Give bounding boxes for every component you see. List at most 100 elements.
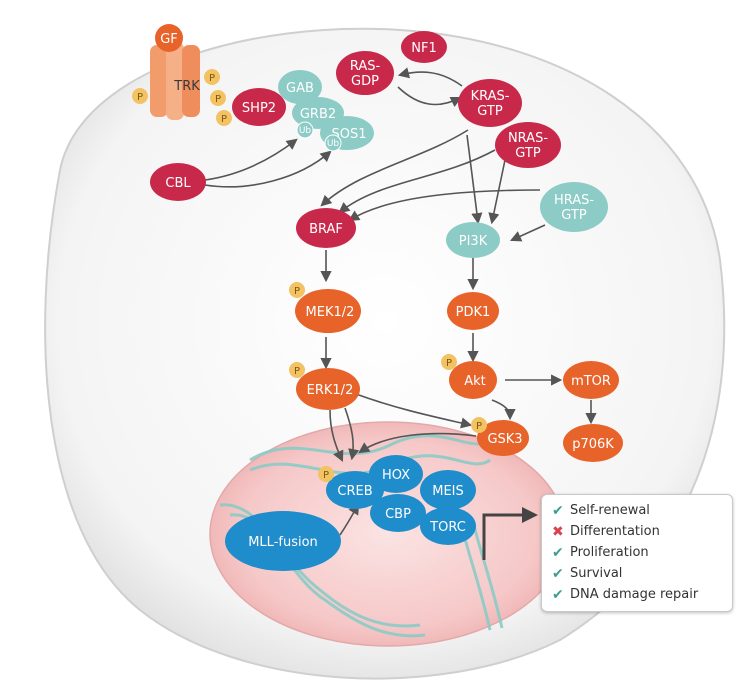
ubiquitin-2 [324, 134, 342, 152]
node-creb [326, 471, 384, 509]
ubiquitin-1 [296, 121, 314, 139]
node-akt [449, 361, 497, 399]
label-akt: Akt [464, 374, 486, 389]
phospho-label: P [294, 366, 300, 377]
outcome-label: Proliferation [570, 545, 649, 560]
label-creb: CREB [337, 484, 372, 499]
node-gab [278, 70, 322, 104]
trk-label: TRK [173, 79, 200, 94]
node-torc [420, 507, 476, 545]
phospho-akt [441, 354, 457, 370]
label-braf: BRAF [309, 222, 343, 237]
label-nf1: NF1 [411, 41, 436, 56]
label-ub-2: Ub [327, 139, 340, 149]
node-p706k [563, 424, 623, 462]
phospho-trk-2 [204, 69, 220, 85]
node-nf1 [401, 31, 447, 63]
phospho-erk [289, 362, 305, 378]
outcome-row: ✔ DNA damage repair [552, 584, 724, 605]
outcomes-box: ✔ Self-renewal ✖ Differentation ✔ Prolif… [541, 494, 733, 612]
arrow-nras-to-pi3k [488, 159, 506, 225]
output-arrowhead [522, 507, 538, 523]
kinase-nodes: MEK1/2 PDK1 ERK1/2 Akt mTOR GSK3 p706K [295, 289, 623, 462]
node-braf [296, 208, 356, 248]
label-mtor: mTOR [571, 374, 611, 389]
output-connector [482, 513, 525, 560]
arrow-hras-to-braf [348, 189, 541, 222]
phospho-label: P [215, 94, 221, 105]
trk-bar-2 [166, 42, 184, 120]
label-pi3k: PI3K [459, 234, 488, 249]
nuclear-factor-nodes: HOX CREB MEIS CBP TORC MLL-fusion [225, 455, 476, 571]
phospho-label: P [294, 286, 300, 297]
node-nras-gtp [495, 122, 561, 168]
label-erk: ERK1/2 [307, 383, 354, 398]
node-mek [295, 289, 361, 333]
node-mll-fusion [225, 511, 341, 571]
arrow-ras-gdp-to-kras [397, 86, 463, 108]
label-gab: GAB [286, 81, 314, 96]
trk-receptor: GF TRK [150, 24, 200, 120]
label-torc: TORC [429, 520, 466, 535]
label-hras-gtp-1: HRAS- [554, 193, 594, 208]
check-icon: ✔ [552, 565, 564, 582]
node-hras-gtp [540, 182, 608, 232]
adaptor-nodes: GAB GRB2 SOS1 Ub Ub HRAS- GTP PI3K [278, 70, 608, 258]
phospho-label: P [137, 92, 143, 103]
label-ras-gdp-1: RAS- [350, 59, 381, 74]
node-mtor [563, 361, 619, 399]
node-shp2 [232, 88, 286, 126]
trk-bar-1 [150, 45, 168, 117]
arrow-hras-to-pi3k [509, 224, 546, 242]
arrows [204, 67, 597, 536]
arrow-erk-to-creb-1 [329, 409, 344, 463]
node-hox [369, 455, 423, 493]
phospho-mek [289, 282, 305, 298]
node-kras-gtp [458, 79, 522, 127]
node-meis [420, 470, 476, 510]
label-mll-fusion: MLL-fusion [248, 535, 318, 550]
outcome-row: ✔ Proliferation [552, 542, 724, 563]
outcome-label: Survival [570, 566, 623, 581]
check-icon: ✔ [552, 586, 564, 603]
arrow-akt-to-gsk3 [491, 399, 516, 421]
label-nras-gtp-1: NRAS- [508, 131, 548, 146]
node-cbl [150, 163, 206, 201]
phospho-label: P [209, 73, 215, 84]
arrow-cbl-to-sos1 [204, 150, 332, 188]
arrow-kras-to-braf [320, 129, 469, 207]
node-cbp [370, 494, 426, 532]
arrow-cbl-to-grb2 [204, 138, 298, 181]
check-icon: ✔ [552, 502, 564, 519]
label-cbp: CBP [385, 507, 411, 522]
label-hras-gtp-2: GTP [561, 208, 587, 223]
label-sos1: SOS1 [331, 127, 366, 142]
phospho-label: P [323, 470, 329, 481]
outcome-label: DNA damage repair [570, 587, 699, 602]
ras-pathway-nodes: SHP2 RAS- GDP NF1 KRAS- GTP NRAS- GTP CB… [150, 31, 561, 248]
arrow-erk-to-gsk3 [355, 393, 473, 429]
arrow-kras-to-pi3k [466, 134, 483, 225]
outcome-row: ✔ Survival [552, 563, 724, 584]
label-shp2: SHP2 [242, 101, 276, 116]
node-gsk3 [477, 420, 529, 456]
phospho-trk-4 [216, 110, 232, 126]
node-erk [296, 368, 360, 410]
phospho-gsk3 [471, 417, 487, 433]
phospho-label: P [221, 114, 227, 125]
label-hox: HOX [382, 468, 410, 483]
label-meis: MEIS [432, 484, 464, 499]
label-nras-gtp-2: GTP [515, 146, 541, 161]
arrow-kras-to-ras-gdp [397, 67, 463, 87]
label-p706k: p706K [572, 437, 614, 452]
node-pdk1 [447, 292, 499, 330]
outcome-label: Self-renewal [570, 503, 650, 518]
label-pdk1: PDK1 [456, 305, 491, 320]
check-icon: ✔ [552, 544, 564, 561]
node-pi3k [446, 222, 500, 258]
phospho-label: P [476, 421, 482, 432]
label-kras-gtp-2: GTP [477, 104, 503, 119]
label-gsk3: GSK3 [487, 432, 522, 447]
